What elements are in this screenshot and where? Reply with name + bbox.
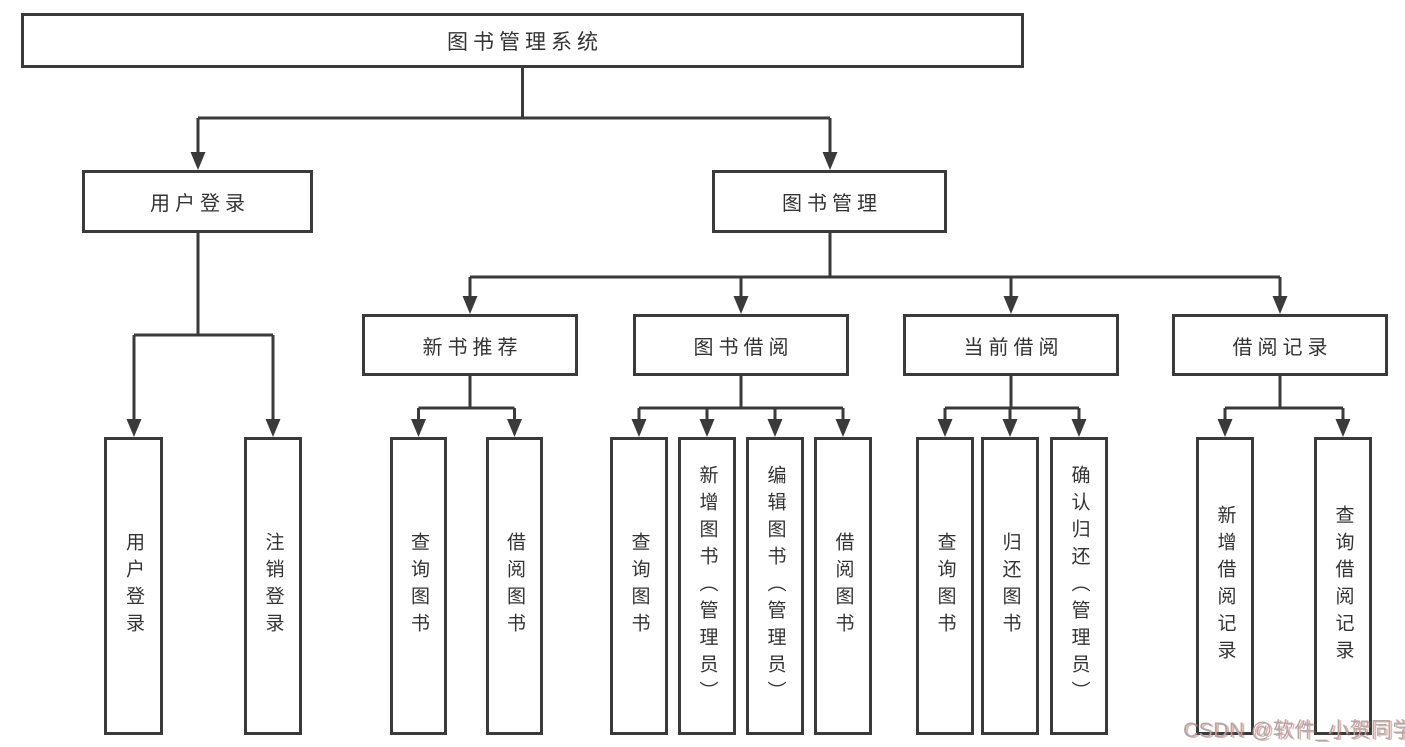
- node-label: 图书借阅: [693, 336, 794, 359]
- leaf-label: 确认归还（管理员）: [1068, 464, 1090, 708]
- node-library-management-system: 图书管理系统: [21, 13, 1024, 68]
- leaf-confirm-return-admin: 确认归还（管理员）: [1050, 437, 1108, 735]
- node-label: 借阅记录: [1232, 336, 1333, 359]
- leaf-label: 查询图书: [628, 532, 650, 640]
- leaf-label: 查询借阅记录: [1332, 505, 1354, 667]
- leaf-borrow-books-recommend: 借阅图书: [486, 437, 543, 735]
- leaf-edit-books-admin: 编辑图书（管理员）: [746, 437, 804, 735]
- leaf-return-books: 归还图书: [981, 437, 1039, 735]
- leaf-query-books-borrow: 查询图书: [610, 437, 668, 735]
- leaf-add-books-admin: 新增图书（管理员）: [678, 437, 736, 735]
- node-label: 图书管理系统: [447, 30, 603, 54]
- leaf-label: 归还图书: [999, 532, 1021, 640]
- leaf-query-borrow-record: 查询借阅记录: [1314, 437, 1372, 735]
- node-user-login: 用户登录: [82, 170, 313, 233]
- leaf-label: 查询图书: [408, 532, 429, 640]
- node-label: 新书推荐: [422, 336, 523, 359]
- leaf-label: 借阅图书: [832, 532, 854, 640]
- leaf-label: 查询图书: [934, 532, 956, 640]
- csdn-watermark: CSDN @软件_小贺同学: [1183, 719, 1405, 742]
- node-current-borrowing: 当前借阅: [903, 314, 1119, 376]
- leaf-add-borrow-record: 新增借阅记录: [1196, 437, 1254, 735]
- node-book-borrowing: 图书借阅: [633, 314, 849, 376]
- leaf-label: 新增借阅记录: [1214, 505, 1236, 667]
- leaf-label: 编辑图书（管理员）: [764, 464, 786, 708]
- leaf-borrow-books: 借阅图书: [814, 437, 872, 735]
- node-label: 当前借阅: [963, 336, 1064, 359]
- leaf-label: 新增图书（管理员）: [696, 464, 718, 708]
- leaf-user-login: 用户登录: [104, 437, 163, 735]
- node-new-book-recommend: 新书推荐: [362, 314, 578, 376]
- leaf-label: 注销登录: [262, 532, 284, 640]
- leaf-query-books-recommend: 查询图书: [390, 437, 447, 735]
- node-label: 用户登录: [150, 193, 250, 215]
- node-book-management: 图书管理: [712, 170, 947, 233]
- node-label: 图书管理: [782, 193, 882, 215]
- leaf-logout: 注销登录: [244, 437, 302, 735]
- leaf-label: 借阅图书: [504, 532, 525, 640]
- leaf-query-books-current: 查询图书: [916, 437, 974, 735]
- node-borrowing-records: 借阅记录: [1172, 314, 1388, 376]
- leaf-label: 用户登录: [123, 532, 144, 640]
